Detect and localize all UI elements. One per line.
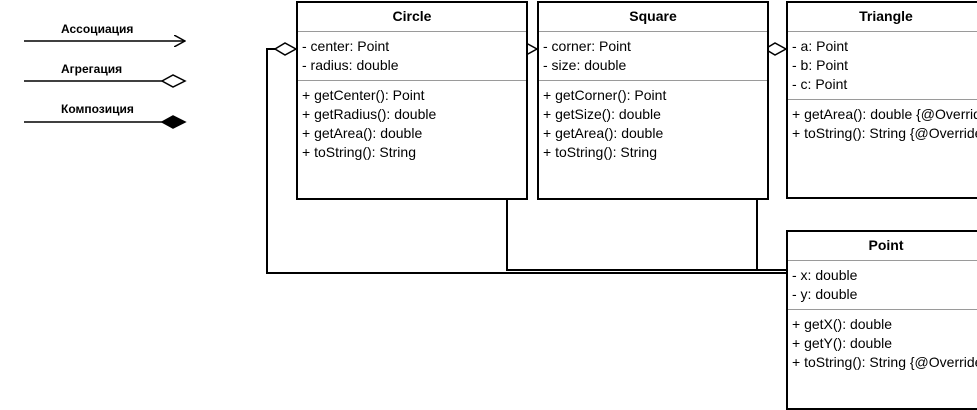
legend-lines — [24, 41, 187, 129]
class-circle-method: + toString(): String — [302, 144, 416, 160]
class-circle-attribute: - radius: double — [302, 57, 399, 73]
class-square-attributes: - corner: Point - size: double — [539, 32, 767, 81]
class-circle-method: + getRadius(): double — [302, 106, 437, 122]
class-square-methods: + getCorner(): Point + getSize(): double… — [539, 81, 767, 167]
class-triangle-methods: + getArea(): double {@Override} + toStri… — [788, 100, 977, 148]
legend-aggregation-label: Агрегация — [61, 62, 123, 76]
class-triangle-method: + toString(): String {@Override} — [792, 125, 977, 141]
class-square-method: + getCorner(): Point — [543, 87, 667, 103]
class-point-attribute: - x: double — [792, 267, 858, 283]
class-circle-attribute: - center: Point — [302, 38, 390, 54]
class-circle-title: Circle — [298, 3, 526, 32]
class-circle-methods: + getCenter(): Point + getRadius(): doub… — [298, 81, 526, 167]
class-point-method: + getY(): double — [792, 335, 893, 351]
class-circle-attributes: - center: Point - radius: double — [298, 32, 526, 81]
class-square-title: Square — [539, 3, 767, 32]
class-square-method: + getSize(): double — [543, 106, 661, 122]
legend-composition-label: Композиция — [61, 102, 134, 116]
class-triangle-attributes: - a: Point - b: Point - c: Point — [788, 32, 977, 100]
class-square-method: + getArea(): double — [543, 125, 664, 141]
class-circle-method: + getCenter(): Point — [302, 87, 425, 103]
composition-diamond — [160, 115, 187, 129]
class-square-attribute: - corner: Point — [543, 38, 631, 54]
class-square-attribute: - size: double — [543, 57, 627, 73]
class-triangle-method: + getArea(): double {@Override} — [792, 106, 977, 122]
class-point-method: + getX(): double — [792, 316, 893, 332]
class-square[interactable]: Square - corner: Point - size: double + … — [537, 1, 769, 200]
class-triangle[interactable]: Triangle - a: Point - b: Point - c: Poin… — [786, 1, 977, 199]
class-point[interactable]: Point - x: double - y: double + getX(): … — [786, 230, 977, 410]
class-point-attribute: - y: double — [792, 286, 858, 302]
class-square-method: + toString(): String — [543, 144, 657, 160]
class-point-methods: + getX(): double + getY(): double + toSt… — [788, 310, 977, 377]
aggregation-diamond — [160, 74, 187, 88]
class-point-method: + toString(): String {@Override} — [792, 354, 977, 370]
class-triangle-title: Triangle — [788, 3, 977, 32]
legend-association-label: Ассоциация — [61, 22, 134, 36]
circle-aggregation-diamond — [273, 42, 298, 56]
class-triangle-attribute: - c: Point — [792, 76, 848, 92]
class-triangle-attribute: - a: Point — [792, 38, 849, 54]
class-triangle-attribute: - b: Point — [792, 57, 849, 73]
class-point-title: Point — [788, 232, 977, 261]
class-point-attributes: - x: double - y: double — [788, 261, 977, 310]
circle-point-connector — [266, 48, 786, 274]
class-circle[interactable]: Circle - center: Point - radius: double … — [296, 1, 528, 200]
class-circle-method: + getArea(): double — [302, 125, 423, 141]
